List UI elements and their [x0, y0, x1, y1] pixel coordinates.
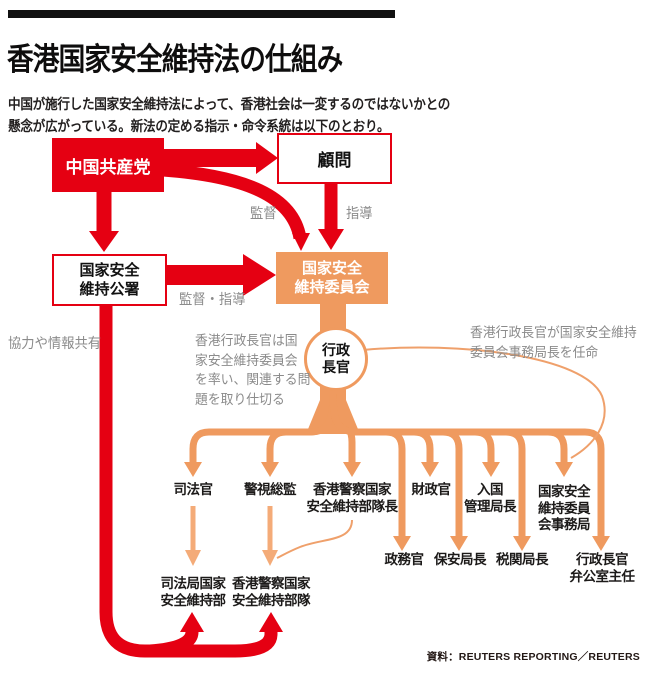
commander-curve [276, 519, 353, 559]
source-credit: 資料：REUTERS REPORTING／REUTERS [426, 651, 640, 663]
orange-branch-group [189, 302, 605, 537]
org-ce-office-director: 行政長官 弁公室主任 [569, 552, 636, 584]
org-immigration-director: 入国 管理局長 [464, 482, 517, 514]
thin-annotation-curves [276, 346, 606, 559]
orange-arrowheads [184, 462, 610, 551]
node-ccp: 中国共産党 [52, 138, 164, 192]
node-nsl-committee: 国家安全 維持委員会 [276, 252, 388, 304]
org-finance-secretary: 財政官 [411, 482, 452, 497]
org-judiciary-nsl-division: 司法局国家 安全維持部 [160, 576, 227, 608]
page-title: 香港国家安全維持法の仕組み [7, 41, 343, 77]
org-chief-secretary: 政務官 [384, 552, 425, 567]
org-security-director: 保安局長 [434, 552, 487, 567]
light-orange-arrows [190, 506, 273, 551]
org-police-nsl-unit-chief: 香港警察国家 安全維持部隊長 [306, 482, 399, 514]
note-ce-role: 香港行政長官は国 家安全維持委員会 を率い、関連する問 題を取り仕切る [195, 333, 311, 407]
title-accent-bar [8, 10, 395, 18]
org-judiciary-secretary: 司法官 [173, 482, 214, 497]
edge-label-cooperation: 協力や情報共有 [8, 335, 102, 351]
note-appointment: 香港行政長官が国家安全維持 委員会事務局長を任命 [470, 325, 637, 360]
org-police-nsl-force: 香港警察国家 安全維持部隊 [232, 576, 311, 608]
appointment-curve [362, 346, 606, 459]
red-arrowheads [89, 142, 344, 632]
red-arrow-group [96, 149, 338, 658]
light-orange-arrowheads [185, 550, 278, 566]
page-subtitle: 中国が施行した国家安全維持法によって、香港社会は一変するのではないかとの 懸念が… [8, 96, 451, 134]
node-nsl-office: 国家安全 維持公署 [52, 254, 167, 306]
edge-label-supervise: 監督 [250, 205, 277, 221]
org-customs-director: 税関局長 [496, 552, 549, 567]
node-advisor: 顧問 [277, 133, 392, 184]
org-police-commissioner: 警視総監 [244, 482, 297, 497]
office-candelabra-main [99, 300, 278, 658]
edge-label-guide: 指導 [346, 205, 373, 221]
edge-label-supervise-guide: 監督・指導 [179, 291, 246, 307]
office-candelabra-branch [149, 630, 199, 658]
org-committee-secretariat: 国家安全 維持委員 会事務局 [538, 484, 591, 532]
supervise-swoosh [162, 163, 307, 240]
node-chief-executive: 行政 長官 [304, 327, 368, 391]
